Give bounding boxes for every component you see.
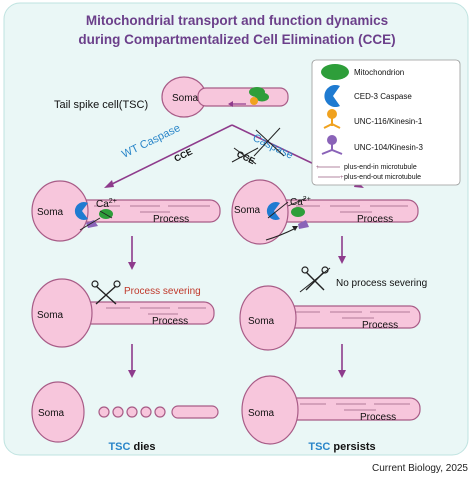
scissors-crossed-icon — [299, 266, 331, 293]
credit-label: Current Biology, 2025 — [372, 463, 468, 474]
scissors-icon — [91, 280, 121, 305]
mitochondrion-icon — [291, 207, 305, 217]
left-2-process: Process — [152, 316, 188, 327]
left-2-soma: Soma — [37, 310, 64, 321]
left-1-soma: Soma — [37, 207, 64, 218]
process-severing-label: Process severing — [124, 286, 201, 297]
legend-kinesin3-label: UNC-104/Kinesin-3 — [354, 143, 423, 152]
legend-item-caspase: CED-3 Caspase — [324, 85, 412, 107]
legend-mt-plus-in-label: plus-end-in microtubule — [344, 164, 417, 171]
kinesin-1-icon — [327, 109, 337, 119]
legend: Mitochondrion CED-3 Caspase UNC-116/Kine… — [311, 59, 461, 186]
right-3-process: Process — [360, 412, 396, 423]
mitochondrion-icon — [255, 92, 269, 102]
left-1-ion: Ca2+ — [96, 198, 117, 210]
caspase-icon — [324, 85, 340, 107]
right-cell-1: Soma Process Ca2+ — [231, 179, 419, 245]
legend-mitochondrion-label: Mitochondrion — [354, 68, 404, 77]
right-2-process: Process — [362, 320, 398, 331]
legend-item-kinesin1: UNC-116/Kinesin-1 — [323, 109, 423, 129]
left-cell-2: Soma Process Process severing — [31, 278, 215, 348]
legend-caspase-label: CED-3 Caspase — [354, 92, 412, 101]
kinesin-3-icon — [86, 220, 98, 228]
top-cell: Soma — [161, 76, 289, 118]
down-arrows-2 — [128, 344, 346, 378]
left-cell-1: Soma Process Ca2+ — [31, 180, 221, 242]
legend-item-mt-plus-in: + plus-end-in microtubule — [316, 164, 417, 171]
svg-text:+: + — [316, 165, 320, 171]
svg-text:+: + — [340, 175, 344, 181]
right-1-process: Process — [357, 214, 393, 225]
tsc-dies-label: TSC dies — [108, 441, 155, 453]
right-2-soma: Soma — [248, 316, 275, 327]
right-1-soma: Soma — [234, 205, 261, 216]
top-soma-label: Soma — [172, 93, 199, 104]
legend-item-mitochondrion: Mitochondrion — [321, 64, 404, 80]
left-3-soma: Soma — [38, 408, 65, 419]
title-line-1: Mitochondrial transport and function dyn… — [86, 13, 388, 28]
right-cell-2: Soma Process No process severing — [239, 266, 427, 351]
legend-box — [311, 59, 461, 186]
title-line-2: during Compartmentalized Cell Eliminatio… — [78, 32, 395, 47]
legend-item-mt-plus-out: + plus-end-out microtubule — [318, 174, 421, 181]
mitochondrion-icon — [321, 64, 349, 80]
legend-kinesin1-label: UNC-116/Kinesin-1 — [354, 117, 423, 126]
kinesin-3-icon — [327, 135, 337, 145]
legend-mt-plus-out-label: plus-end-out microtubule — [344, 174, 421, 181]
right-3-soma: Soma — [248, 408, 275, 419]
tail-spike-cell-label: Tail spike cell(TSC) — [54, 99, 148, 111]
left-cell-3: Soma — [31, 381, 219, 443]
legend-item-kinesin3: UNC-104/Kinesin-3 — [321, 135, 423, 155]
caspase-icon — [266, 202, 280, 220]
tsc-persists-label: TSC persists — [308, 441, 375, 453]
right-cell-3: Soma Process — [241, 375, 421, 445]
kinesin-icon — [250, 97, 258, 105]
no-process-severing-label: No process severing — [336, 278, 427, 289]
kinesin-3-icon — [298, 220, 309, 229]
caspase-icon — [74, 202, 88, 220]
down-arrows-1 — [128, 236, 346, 270]
left-1-process: Process — [153, 214, 189, 225]
